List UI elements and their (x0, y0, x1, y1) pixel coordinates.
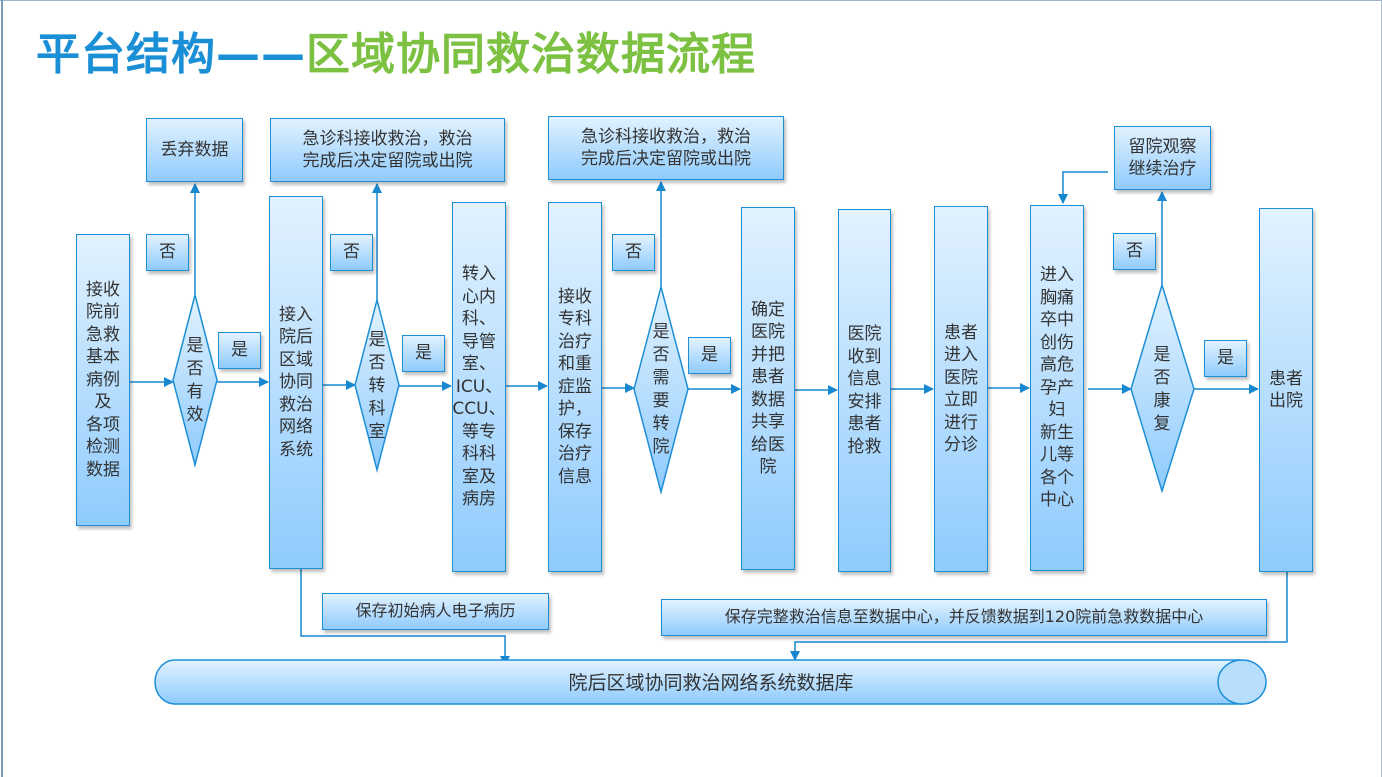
step-discharge: 患者 出院 (1259, 208, 1313, 572)
decision-transfer-dept-text: 是 否 转 科 室 (368, 330, 386, 442)
label-no: 否 (330, 234, 373, 271)
frame-left-border (1, 0, 3, 777)
step-receive-prehospital: 接收 院前 急救 基本 病例 及 各项 检测 数据 (76, 234, 130, 526)
outcome-er-1: 急诊科接收救治，救治 完成后决定留院或出院 (270, 118, 505, 182)
title-platform: 平台结构—— (36, 29, 306, 80)
page-title: 平台结构——区域协同救治数据流程 (36, 18, 756, 82)
frame-top-border (0, 0, 1382, 1)
decision-valid-text: 是 否 有 效 (186, 336, 204, 425)
label-yes: 是 (402, 335, 445, 372)
title-flow: 区域协同救治数据流程 (306, 29, 756, 80)
arrow-initial-save (300, 569, 510, 666)
outcome-er-2: 急诊科接收救治，救治 完成后决定留院或出院 (548, 116, 784, 180)
step-access-network: 接入 院后 区域 协同 救治 网络 系统 (269, 196, 323, 569)
arrow-observe-return (1058, 171, 1108, 204)
decision-transfer-hospital (633, 284, 689, 495)
database-cylinder (154, 659, 1267, 705)
step-triage: 患者 进入 医院 立即 进行 分诊 (934, 206, 988, 572)
label-no: 否 (146, 234, 189, 271)
label-yes: 是 (218, 332, 261, 369)
outcome-discard: 丢弃数据 (146, 118, 243, 182)
step-hospital-rescue: 医院 收到 信息 安排 患者 抢救 (838, 209, 891, 572)
label-no: 否 (612, 234, 655, 271)
save-complete-record: 保存完整救治信息至数据中心，并反馈数据到120院前急救数据中心 (661, 599, 1267, 636)
decision-transfer-hospital-text: 是 否 需 要 转 院 (652, 322, 670, 457)
label-no: 否 (1113, 233, 1156, 270)
step-transfer-dept: 转入 心内 科、 导管 室、 ICU、 CCU、 等专 科科 室及 病房 (452, 202, 506, 572)
outcome-observe: 留院观察 继续治疗 (1114, 126, 1211, 190)
step-share-data: 确定 医院 并把 患者 数据 共享 给医 院 (741, 207, 795, 570)
save-initial-record: 保存初始病人电子病历 (322, 593, 549, 630)
database-label: 院后区域协同救治网络系统数据库 (568, 672, 854, 694)
label-yes: 是 (1204, 340, 1247, 377)
step-specialist-care: 接收 专科 治疗 和重 症监 护， 保存 治疗 信息 (548, 202, 602, 572)
decision-recovered-text: 是 否 康 复 (1153, 345, 1171, 434)
decision-valid (172, 292, 218, 468)
decision-recovered (1130, 282, 1195, 494)
arrow-complete-save (790, 572, 1288, 661)
label-yes: 是 (688, 337, 731, 374)
step-centers: 进入 胸痛 卒中 创伤 高危 孕产 妇 新生 儿等 各个 中心 (1030, 205, 1084, 571)
decision-transfer-dept (354, 297, 400, 473)
